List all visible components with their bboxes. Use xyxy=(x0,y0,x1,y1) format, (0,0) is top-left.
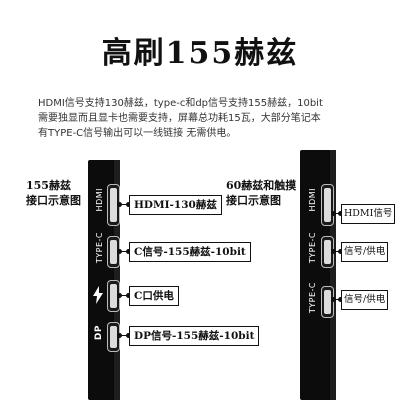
left-label-dp: DP信号-155赫兹-10bit xyxy=(129,326,260,346)
left-port-label-hdmi: HDMI xyxy=(95,188,104,212)
description-line-1: HDMI信号支持130赫兹，type-c和dp信号支持155赫兹，10bit xyxy=(38,98,323,109)
right-label-typec-2: 信号/供电 xyxy=(341,290,389,310)
right-strip-edge xyxy=(330,150,336,400)
left-caption-line-1: 155赫兹 xyxy=(26,179,71,192)
left-label-typec: C信号-155赫兹-10bit xyxy=(129,242,251,262)
right-leader-1 xyxy=(331,211,343,216)
right-leader-2 xyxy=(331,249,343,254)
right-usb-c-port-icon-2 xyxy=(321,286,334,318)
left-port-label-typec: TYPE-C xyxy=(95,232,104,264)
right-port-label-typec-1: TYPE-C xyxy=(308,232,317,264)
left-label-power: C口供电 xyxy=(129,286,179,306)
left-leader-3 xyxy=(117,293,131,298)
right-port-label-hdmi: HDMI xyxy=(308,188,317,212)
left-leader-2 xyxy=(117,249,131,254)
left-panel-caption: 155赫兹 接口示意图 xyxy=(26,178,81,208)
left-caption-line-2: 接口示意图 xyxy=(26,194,81,207)
right-leader-3 xyxy=(331,297,343,302)
left-label-hdmi: HDMI-130赫兹 xyxy=(129,195,222,215)
right-port-label-typec-2: TYPE-C xyxy=(308,282,317,314)
right-label-typec-1: 信号/供电 xyxy=(341,242,389,262)
left-leader-1 xyxy=(117,202,131,207)
left-leader-4 xyxy=(117,333,131,338)
right-label-hdmi: HDMI信号 xyxy=(341,204,396,224)
page-title: 高刷155赫兹 xyxy=(101,36,299,71)
right-caption-line-2: 接口示意图 xyxy=(226,194,281,207)
right-panel-caption: 60赫兹和触摸 接口示意图 xyxy=(226,178,296,208)
right-hdmi-port-icon xyxy=(321,184,334,226)
right-caption-line-1: 60赫兹和触摸 xyxy=(226,179,297,192)
description-line-2: 需要独显而且显卡也需要支持，屏幕总功耗15瓦，大部分笔记本 xyxy=(38,113,321,124)
lightning-icon xyxy=(93,286,103,304)
left-port-label-dp: DP xyxy=(94,325,104,341)
description: HDMI信号支持130赫兹，type-c和dp信号支持155赫兹，10bit 需… xyxy=(38,96,378,141)
description-line-3: 有TYPE-C信号输出可以一线链接 无需供电。 xyxy=(38,128,237,139)
